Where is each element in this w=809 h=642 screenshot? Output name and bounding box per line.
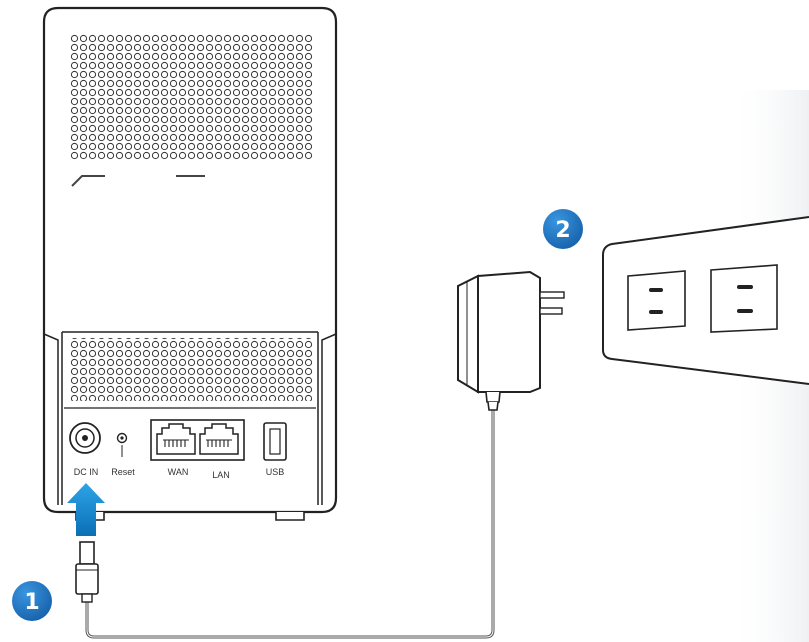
lan-port [199,423,239,455]
outlet-socket-1 [627,270,686,331]
reset-button [116,432,128,457]
bottom-vent-grille [70,338,313,401]
wan-label: WAN [168,467,189,477]
dc-in-port [69,422,101,454]
power-cable-highlight [86,410,494,638]
reset-label: Reset [111,467,135,477]
usb-label: USB [266,467,285,477]
side-tab-right [321,333,337,505]
power-adapter [457,270,565,411]
router: DC IN Reset WAN LAN USB [42,6,338,521]
wall-outlet [602,216,809,385]
step-number-1: 1 [24,590,39,615]
step-number-2: 2 [555,218,570,243]
router-foot-right [275,512,305,521]
step-badge-2: 2 [543,209,583,249]
usb-port [263,422,287,461]
insert-arrow [67,483,105,536]
router-trim-left [71,175,105,187]
side-tab-left [43,333,59,505]
lan-label: LAN [212,470,230,480]
dc-in-label: DC IN [74,467,99,477]
dc-plug [75,541,99,603]
step-badge-1: 1 [12,581,52,621]
wan-port [156,423,196,455]
top-vent-grille [70,34,313,160]
outlet-socket-2 [710,264,778,333]
